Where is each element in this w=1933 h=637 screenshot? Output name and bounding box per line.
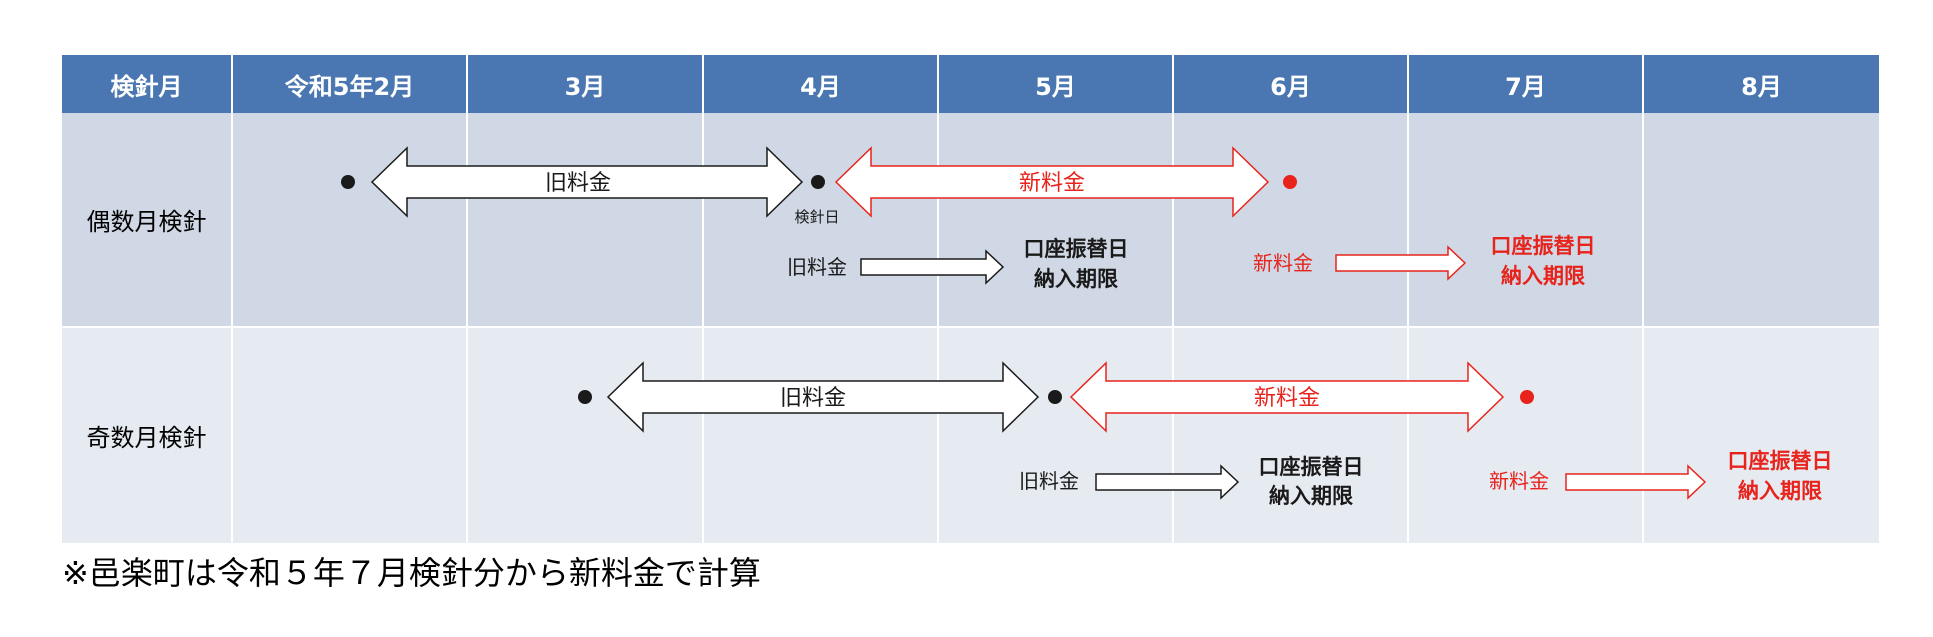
row-even-label-cell: 偶数月検針: [62, 113, 233, 328]
new-deadline-arrow: [1335, 245, 1467, 281]
start-dot: [578, 390, 592, 404]
row-odd-label-cell: 奇数月検針: [62, 328, 233, 543]
header-month-label: 5月: [1035, 72, 1076, 101]
old-deadline-line2: 納入期限: [1269, 484, 1353, 508]
old-deadline-line2: 納入期限: [1034, 267, 1118, 291]
header-month-label: 6月: [1270, 72, 1311, 101]
row-even-cell: [939, 113, 1174, 328]
row-odd-cell: [939, 328, 1174, 543]
header-month-apr: 4月: [704, 55, 939, 113]
row-odd-cell: [468, 328, 704, 543]
new-deadline-small-label: 新料金: [1489, 469, 1549, 493]
old-deadline-arrow: [1095, 464, 1240, 500]
end-dot: [1520, 390, 1534, 404]
row-odd-cell: [1409, 328, 1644, 543]
header-month-may: 5月: [939, 55, 1174, 113]
old-fee-double-arrow: [370, 146, 804, 218]
new-deadline-line2: 納入期限: [1738, 479, 1822, 503]
old-fee-label: 旧料金: [780, 386, 846, 411]
reading-day-dot: [811, 175, 825, 189]
old-deadline-small-label: 旧料金: [787, 255, 847, 279]
header-label: 検針月: [110, 72, 183, 101]
new-fee-double-arrow: [1069, 361, 1505, 433]
old-deadline-arrow: [860, 249, 1005, 285]
old-deadline-line1: 口座振替日: [1259, 455, 1364, 479]
header-month-mar: 3月: [468, 55, 704, 113]
header-month-label: 3月: [564, 72, 606, 101]
new-fee-label: 新料金: [1019, 171, 1085, 196]
old-deadline-small-label: 旧料金: [1019, 469, 1079, 493]
row-even-cell: [704, 113, 939, 328]
new-deadline-line1: 口座振替日: [1491, 234, 1596, 258]
reading-day-dot: [1048, 390, 1062, 404]
new-fee-double-arrow: [834, 146, 1270, 218]
old-deadline-line1: 口座振替日: [1024, 237, 1129, 261]
row-even-cell: [1409, 113, 1644, 328]
footnote: ※邑楽町は令和５年７月検針分から新料金で計算: [62, 554, 761, 592]
row-odd-cell: [704, 328, 939, 543]
row-odd-cell: [233, 328, 468, 543]
row-even-cell: [468, 113, 704, 328]
header-month-feb: 令和5年2月: [233, 55, 468, 113]
header-month-label: 8月: [1741, 72, 1782, 101]
row-even-cell: [1174, 113, 1409, 328]
header-label-cell: 検針月: [62, 55, 233, 113]
new-deadline-line1: 口座振替日: [1728, 449, 1833, 473]
end-dot: [1283, 175, 1297, 189]
new-deadline-arrow: [1565, 464, 1707, 500]
start-dot: [341, 175, 355, 189]
new-deadline-line2: 納入期限: [1501, 264, 1585, 288]
row-odd-cell: [1644, 328, 1879, 543]
header-month-aug: 8月: [1644, 55, 1879, 113]
header-month-jun: 6月: [1174, 55, 1409, 113]
row-even-label: 偶数月検針: [86, 208, 207, 236]
old-fee-double-arrow: [606, 361, 1040, 433]
reading-day-label: 検針日: [794, 208, 839, 226]
new-deadline-small-label: 新料金: [1253, 251, 1313, 275]
row-even-cell: [233, 113, 468, 328]
row-even-cell: [1644, 113, 1879, 328]
header-month-jul: 7月: [1409, 55, 1644, 113]
old-fee-label: 旧料金: [545, 171, 611, 196]
header-month-label: 7月: [1505, 72, 1546, 101]
header-month-label: 令和5年2月: [284, 72, 415, 101]
header-month-label: 4月: [800, 72, 841, 101]
row-odd-label: 奇数月検針: [86, 424, 207, 452]
row-odd-cell: [1174, 328, 1409, 543]
new-fee-label: 新料金: [1254, 386, 1320, 411]
